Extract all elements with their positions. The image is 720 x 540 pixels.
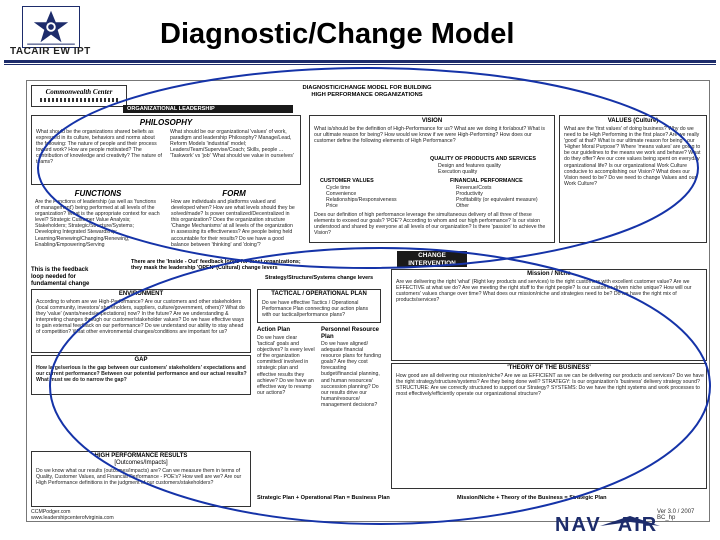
center-logo-stripes [40,98,118,102]
vision-financial-list: Revenue/Costs Productivity Profitability… [456,185,538,209]
financial-item: Other [456,203,469,210]
model-title: DIAGNOSTIC/CHANGE MODEL FOR BUILDING HIG… [287,85,447,98]
environment-box: ENVIRONMENT According to whom are we Hig… [31,289,251,353]
diagnostic-model-document: Commonwealth Center DIAGNOSTIC/CHANGE MO… [26,80,710,522]
model-title-line2: HIGH PERFORMANCE ORGANIZATIONS [311,91,423,98]
theory-heading: 'THEORY OF THE BUSINESS' [507,365,591,371]
header-divider [4,60,716,63]
mission-heading: Mission / Niche [527,271,571,277]
results-text: Do we know what our results (outcomes/im… [36,468,242,487]
philosophy-left-text: What should be the organizations shared … [36,129,162,166]
vision-customer-label: CUSTOMER VALUES [320,178,374,184]
model-title-line1: DIAGNOSTIC/CHANGE MODEL FOR BUILDING [302,85,432,91]
header-divider-thin [4,64,716,65]
vision-quality-label: QUALITY OF PRODUCTS AND SERVICES [430,156,536,162]
values-text: What are the 'first values' of doing bus… [564,126,701,187]
mission-text: Are we delivering the right 'what' (Righ… [396,279,692,304]
environment-text: According to whom are we High-Performanc… [36,299,245,336]
results-subheading: [Outcomes/Impacts] [114,460,168,466]
org-leadership-bar: ORGANIZATIONAL LEADERSHIP [123,105,293,113]
environment-heading: ENVIRONMENT [118,291,164,297]
values-box: VALUES (Culture) What are the 'first val… [559,115,707,243]
feedback-loop-note: This is the feedback loop needed for fun… [31,267,131,288]
functions-text: Are the Functions of leadership (as well… [35,199,160,248]
navair-logo-right: AIR [617,514,659,536]
functions-box: FUNCTIONS Are the Functions of leadershi… [31,187,165,263]
philosophy-heading: PHILOSOPHY [139,118,193,127]
feedback-line3: fundamental change [31,281,90,287]
theory-text: How good are all delivering our mission/… [396,373,704,398]
tacair-ipt-logo-icon [22,6,80,48]
philosophy-right-text: What should be our organizational 'value… [170,129,294,160]
functions-heading: FUNCTIONS [74,189,122,198]
philosophy-box: PHILOSOPHY What should be the organizati… [31,115,301,185]
strategic-plan-equation: Mission/Niche + Theory of the Business =… [457,495,607,501]
business-plan-equation: Strategic Plan + Operational Plan = Busi… [257,495,390,501]
center-logo-box: Commonwealth Center [31,85,127,107]
vision-customer-list: Cycle time Convenience Relationships/Res… [326,185,397,209]
feedback-line1: This is the feedback [31,267,89,273]
url-line2: www.leadershipcenterofvirginia.com [31,515,114,522]
action-plan-text: Do we have clear 'tactical' goals and ob… [257,335,315,396]
vision-bottom-text: Does our definition of high performance … [314,212,546,237]
vision-text: What is/should be the definition of High… [314,126,545,145]
strategy-change-levers: Strategy/Structure/Systems change levers [265,275,374,281]
gap-heading: GAP [134,357,148,363]
footer-urls: CCMPodger.com www.leadershipcenterofvirg… [31,509,114,521]
page-title: Diagnostic/Change Model [160,18,515,50]
action-plan-box: Action Plan Do we have clear 'tactical' … [257,327,317,487]
navair-logo: NAV AIR [555,514,658,537]
change-intervention-box: CHANGE INTERVENTION [397,251,467,267]
gap-text: How large/serious is the gap between our… [36,365,247,384]
customer-item: Price [326,203,338,210]
org-label: TACAIR EW IPT [10,46,91,57]
results-heading: HIGH PERFORMANCE RESULTS [94,453,188,459]
form-box: FORM How are individuals and platforms v… [167,187,301,263]
results-box: HIGH PERFORMANCE RESULTS [Outcomes/Impac… [31,451,251,507]
gap-box: GAP How large/serious is the gap between… [31,355,251,395]
mission-box: Mission / Niche Are we delivering the ri… [391,269,707,361]
form-heading: FORM [222,189,246,198]
vision-heading: VISION [421,118,443,124]
tactical-heading: TACTICAL / OPERATIONAL PLAN [271,291,367,297]
navair-logo-left: NAV [555,514,602,536]
action-plan-heading: Action Plan [257,327,291,333]
resource-plan-text: Do we have aligned/ adequate financial r… [321,341,381,408]
loop-caption: There are the 'Inside - Out' feedback lo… [131,259,301,272]
vision-financial-label: FINANCIAL PERFORMANCE [450,178,523,184]
tactical-text: Do we have effective Tactics / Operation… [262,300,369,319]
resource-plan-heading: Personnel Resource Plan [321,327,380,340]
theory-box: 'THEORY OF THE BUSINESS' How good are al… [391,363,707,489]
version-label: Ver 3.0 / 2007 BC_hp [657,509,695,522]
vision-quality-list: Design and features quality Execution qu… [438,163,501,175]
quality-item: Execution quality [438,169,478,176]
tactical-plan-box: TACTICAL / OPERATIONAL PLAN Do we have e… [257,289,381,323]
vision-box: VISION What is/should be the definition … [309,115,555,243]
values-heading: VALUES (Culture) [607,118,659,124]
resource-plan-box: Personnel Resource Plan Do we have align… [321,327,383,487]
feedback-line2: loop needed for [31,274,76,280]
center-logo-title: Commonwealth Center [45,88,113,96]
form-text: How are individuals and platforms valued… [171,199,295,248]
navair-wing-logo-icon [600,512,660,532]
